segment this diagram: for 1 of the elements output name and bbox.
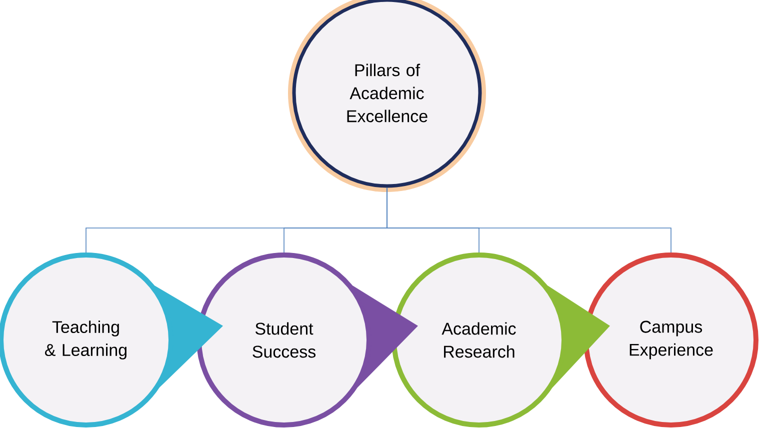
connector-line [386,187,672,253]
